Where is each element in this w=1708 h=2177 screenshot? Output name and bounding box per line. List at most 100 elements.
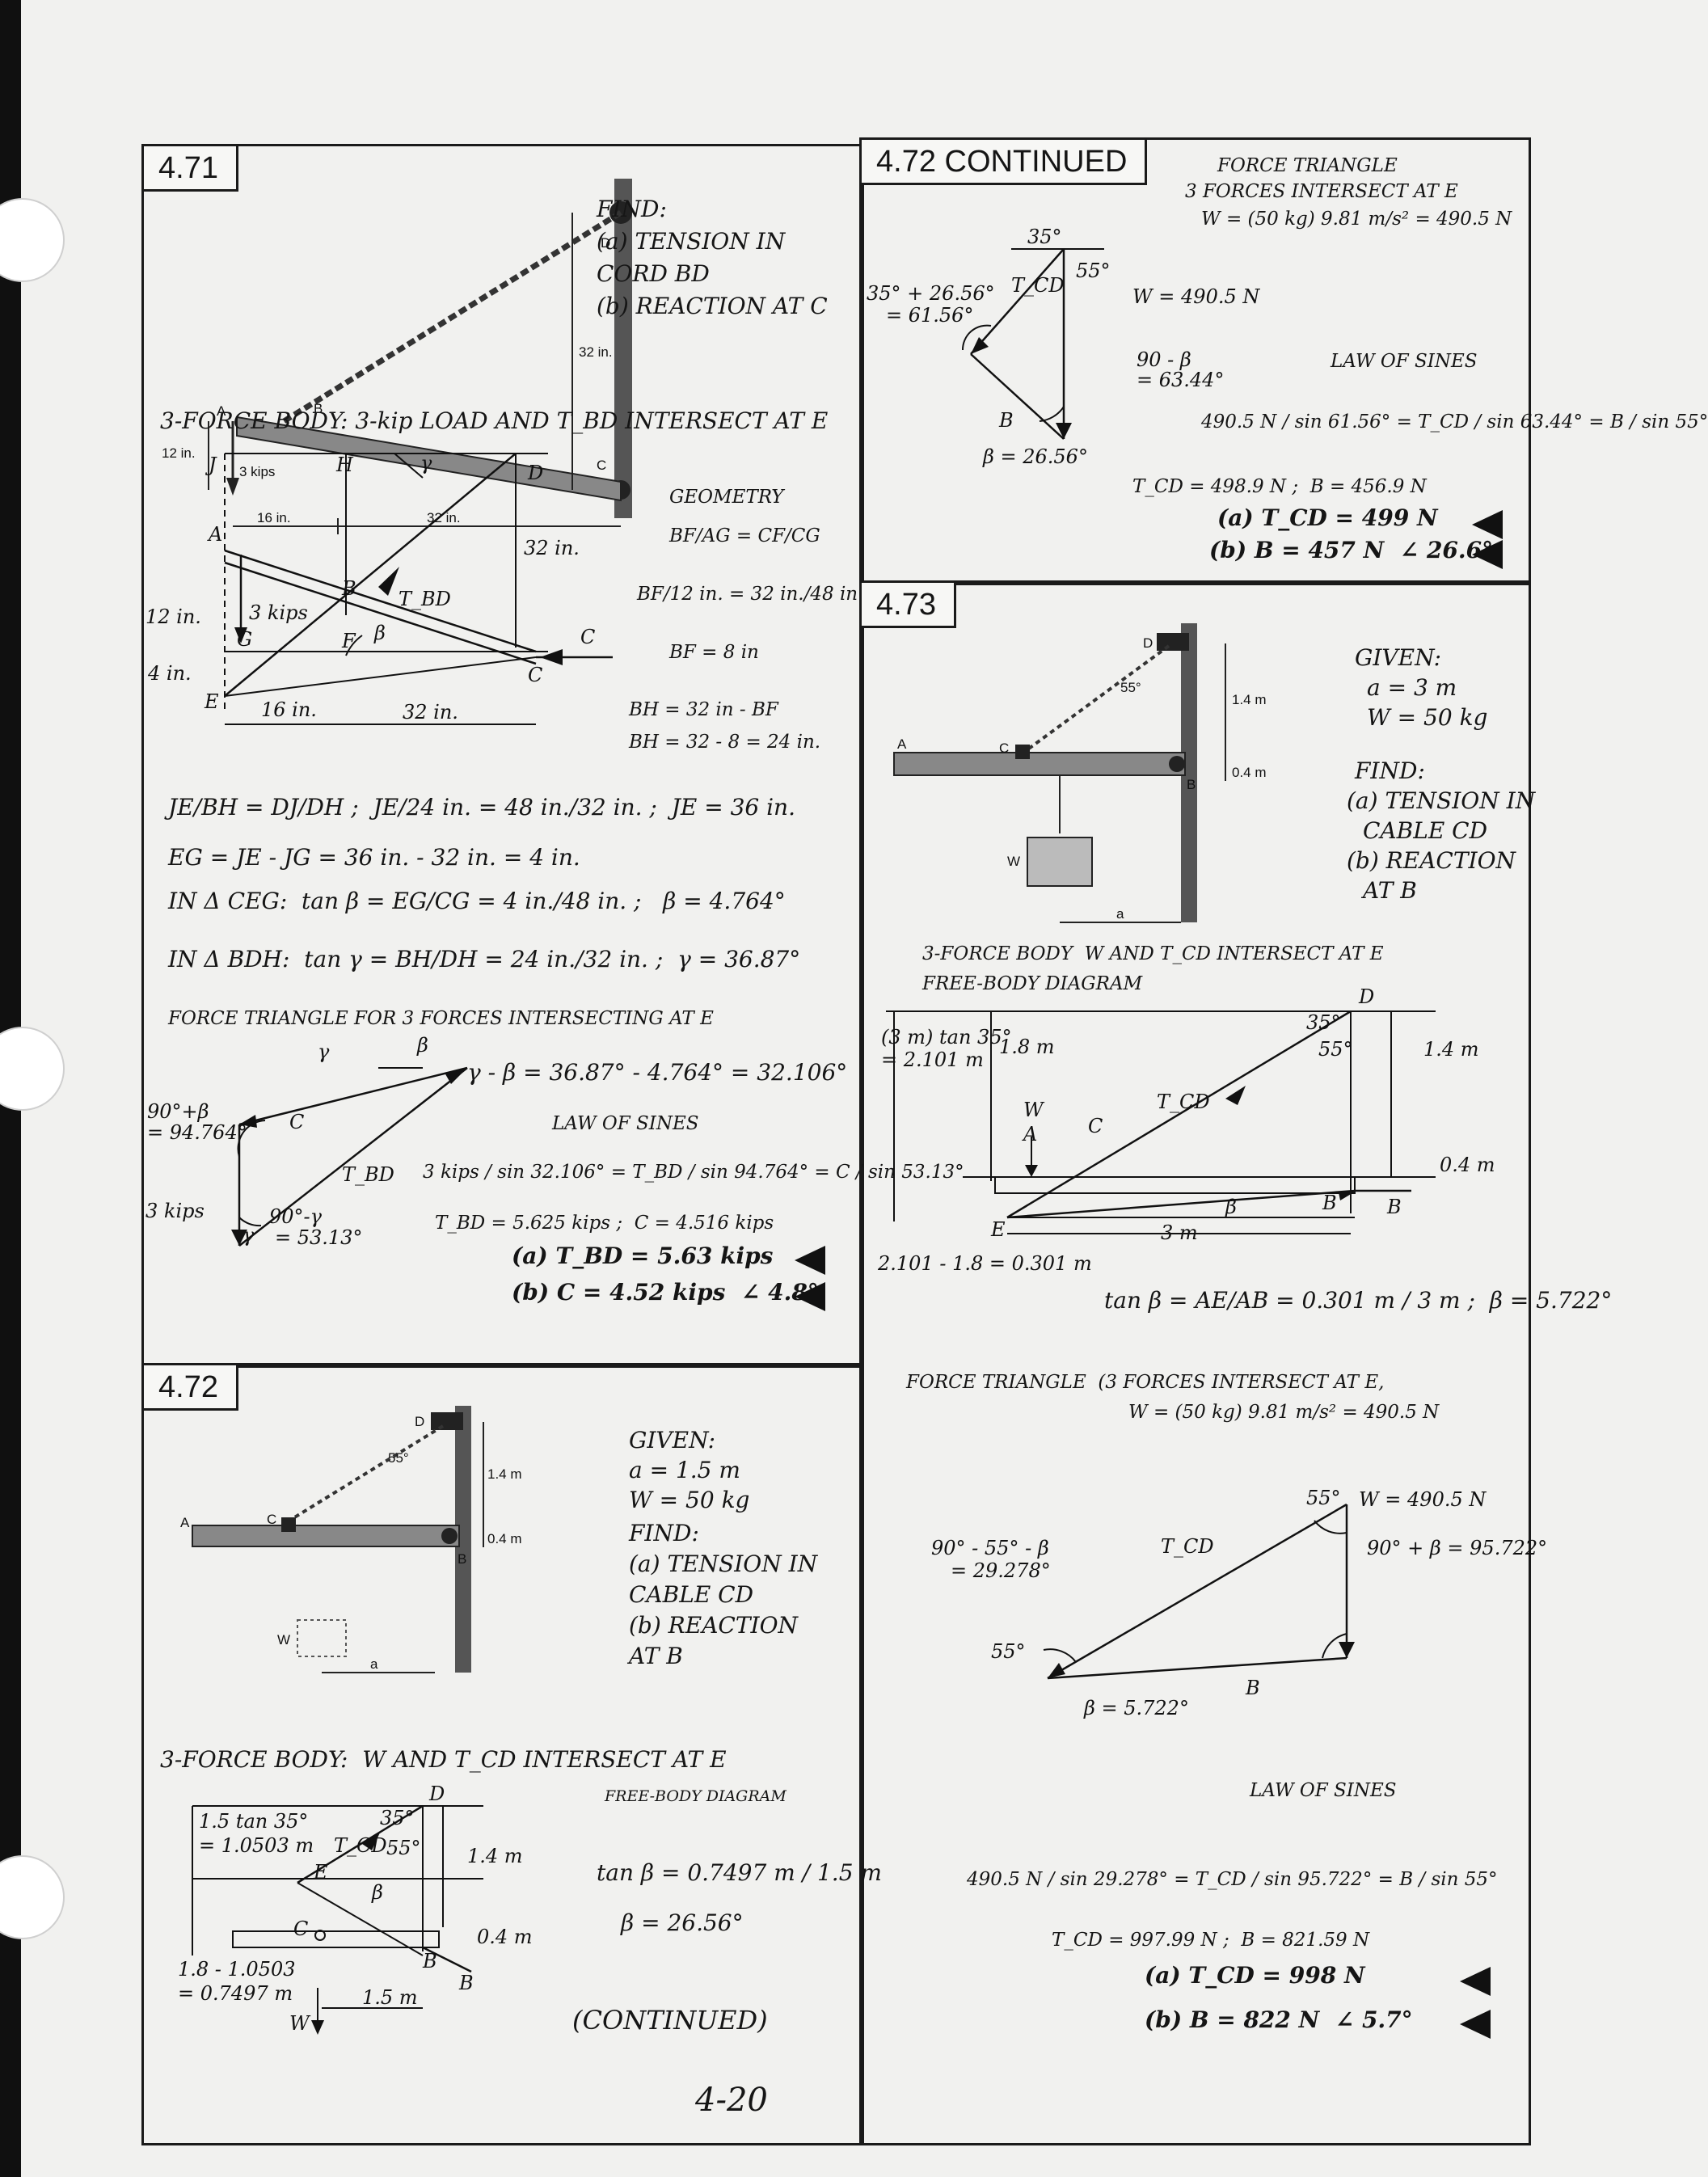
label-1-5-tan35: 1.5 tan 35° [199,1810,308,1833]
problem-number: 4.73 [862,583,956,628]
answer-a: (a) T_CD = 499 N [1217,504,1438,531]
label-B: B [1245,1677,1260,1699]
angle-difference: 90° - 55° - β [931,1537,1049,1559]
problem-number: 4.71 [144,146,238,192]
label-C: C [1088,1115,1103,1137]
label-beta: β [371,1881,383,1904]
angle-55: 55° [386,1837,421,1859]
page-number: 4-20 [695,2082,768,2119]
given-2: a = 1.5 m [629,1457,740,1483]
problem-figure: D B C A 32 in. 12 in. 3 kips 16 in. 32 i… [162,179,632,534]
label-2-101: = 2.101 m [881,1048,984,1071]
find-5: AT B [629,1643,683,1669]
find-4: (b) REACTION AT C [597,293,828,319]
force-triangle-title: FORCE TRIANGLE FOR 3 FORCES INTERSECTING… [168,1008,714,1029]
label-C: C [289,1111,304,1133]
fbd-title: FREE-BODY DIAGRAM [922,973,1143,994]
dim-32in: 32 in. [403,701,458,724]
dim-1-4m: 1.4 m [467,1845,523,1867]
angle-35: 35° [1306,1011,1341,1034]
dim-4in: 4 in. [147,662,192,685]
law-of-sines-title: LAW OF SINES [1250,1780,1397,1801]
dim-1-8m: 1.8 m [999,1036,1055,1058]
law-of-sines-title: LAW OF SINES [552,1113,699,1134]
result: T_CD = 498.9 N ; B = 456.9 N [1132,476,1427,497]
angle-90-minus-beta-value: = 63.44° [1137,369,1224,391]
label-W: W [1023,1099,1045,1121]
load-label: 3 kips [239,464,275,479]
angle-90-plus-beta: 90° + β = 95.722° [1367,1537,1547,1559]
angle-55: 55° [1120,680,1141,695]
label-D: D [1358,985,1374,1008]
label-H: H [335,454,354,476]
law-of-sines-equation: 490.5 N / sin 29.278° = T_CD / sin 95.72… [967,1869,1498,1890]
label-B: B [998,409,1014,432]
label-TCD: T_CD [1157,1091,1210,1113]
label-D: D [527,462,543,484]
force-triangle-line-2: W = (50 kg) 9.81 m/s² = 490.5 N [1128,1402,1440,1423]
dim-1-4m: 1.4 m [1232,692,1267,707]
find-3: CABLE CD [629,1581,754,1608]
label-A: A [180,1515,190,1530]
angle-55: 55° [1306,1487,1341,1509]
find-2: (a) TENSION IN [1347,787,1536,814]
label-J: J [205,454,217,476]
answer-marker-b [1472,540,1503,569]
label-B: B [314,401,323,416]
label-0-301: 2.101 - 1.8 = 0.301 m [877,1252,1092,1275]
label-beta: β [416,1034,428,1057]
angle-90-plus-beta-value: = 94.764° [147,1121,247,1144]
three-force-statement: 3-FORCE BODY: 3-kip LOAD AND T_BD INTERS… [160,407,829,434]
angle-55: 55° [1076,259,1111,282]
force-triangle-line-1: FORCE TRIANGLE (3 FORCES INTERSECT AT E, [906,1372,1385,1393]
label-W: W [1007,854,1020,869]
label-E: E [990,1218,1006,1241]
label-B-vector: B [1386,1196,1402,1218]
panel-4-73: 4.73 D 55° 1.4 m 0.4 m A C B W a GIVEN: … [859,580,1612,2145]
punch-hole [0,1855,65,1939]
tan-beta: tan β = AE/AB = 0.301 m / 3 m ; β = 5.72… [1104,1287,1613,1314]
free-body-diagram: D (3 m) tan 35° = 2.101 m 1.8 m 35° 55° … [877,985,1495,1275]
dim-12in: 12 in. [162,445,196,461]
given-1: GIVEN: [1355,644,1442,671]
label-C: C [267,1512,276,1527]
label-1-0503: = 1.0503 m [199,1834,314,1857]
find-2: (a) TENSION IN [597,228,786,255]
panel-4-71: 4.71 D B C A 32 in. 12 in. 3 kips 16 in.… [141,144,964,1368]
label-W: W [277,1632,290,1648]
continued-label: (CONTINUED) [572,2005,768,2036]
label-B-vector: B [458,1972,474,1994]
angle-55: 55° [388,1450,409,1466]
problem-number: 4.72 [144,1365,238,1411]
dim-32in-vertical: 32 in. [524,537,580,559]
label-C: C [528,664,542,686]
result: T_CD = 997.99 N ; B = 821.59 N [1052,1930,1370,1951]
angle-sum-value: = 61.56° [886,304,973,327]
given-3: W = 50 kg [629,1487,750,1513]
dim-32in: 32 in. [579,344,613,360]
label-A: A [1022,1123,1037,1145]
answer-a: (a) T_BD = 5.63 kips [512,1242,774,1269]
label-W: W [289,2012,311,2035]
angle-difference-value: = 29.278° [951,1559,1051,1582]
dim-0-4m: 0.4 m [477,1926,533,1948]
eq-gamma: IN Δ BDH: tan γ = BH/DH = 24 in./32 in. … [168,946,801,972]
label-C: C [597,458,606,473]
angle-sum: 35° + 26.56° [867,282,995,305]
label-D: D [415,1414,424,1429]
label-0-7497: = 0.7497 m [178,1982,293,2005]
dim-0-4m: 0.4 m [487,1531,522,1546]
find-1: FIND: [597,196,667,222]
law-of-sines-equation: 3 kips / sin 32.106° = T_BD / sin 94.764… [423,1162,964,1183]
label-A: A [217,403,226,419]
problem-figure: D 55° 1.4 m 0.4 m A C B W a [180,1406,522,1673]
eq-je: JE/BH = DJ/DH ; JE/24 in. = 48 in./32 in… [168,794,795,821]
free-body-diagram: J H γ D A B T_BD 12 in. 3 kips G F β C C… [145,452,613,725]
dim-1-4m: 1.4 m [487,1466,522,1482]
find-2: (a) TENSION IN [629,1550,818,1577]
given-3: W = 50 kg [1367,704,1488,731]
geometry-eq5: BH = 32 - 8 = 24 in. [629,732,821,753]
dim-3m: 3 m [1161,1221,1198,1244]
label-3m-tan35: (3 m) tan 35° [881,1026,1012,1048]
eq-beta: IN Δ CEG: tan β = EG/CG = 4 in./48 in. ;… [168,888,786,914]
